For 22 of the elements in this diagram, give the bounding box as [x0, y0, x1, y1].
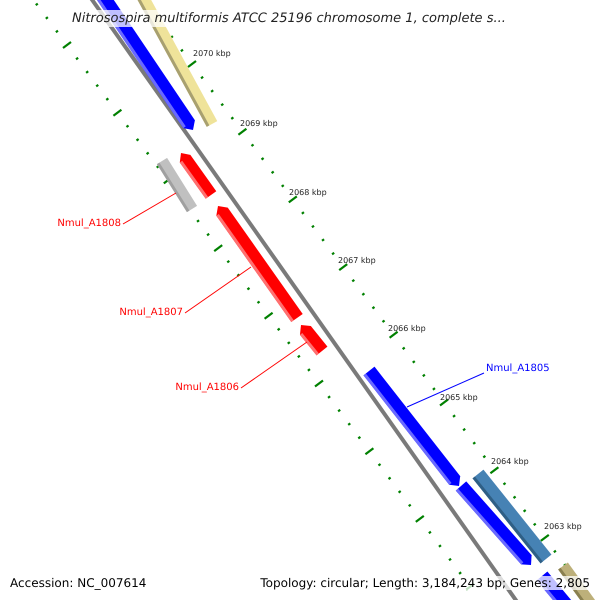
scale-label: 2063 kbp [544, 523, 582, 531]
accession-text: Accession: NC_007614 [8, 576, 148, 590]
scale-label: 2068 kbp [289, 189, 327, 197]
gene-feature [300, 325, 328, 356]
gene-feature [363, 366, 460, 486]
scale-label: 2070 kbp [193, 50, 231, 58]
gene-feature [156, 158, 198, 212]
scale-label: 2064 kbp [491, 458, 529, 466]
leader-line [184, 266, 252, 314]
gene-label: Nmul_A1806 [175, 383, 239, 393]
leader-line [122, 192, 176, 224]
scale-label: 2069 kbp [240, 120, 278, 128]
genome-summary: Topology: circular; Length: 3,184,243 bp; Genes: 2,805 [258, 576, 592, 590]
gene-label: Nmul_A1805 [486, 364, 550, 374]
scale-label: 2067 kbp [338, 257, 376, 265]
gene-feature [216, 206, 303, 322]
scale-label: 2065 kbp [440, 394, 478, 402]
leader-line [406, 372, 484, 408]
gene-label: Nmul_A1808 [57, 219, 121, 229]
leader-line [240, 342, 308, 388]
gene-label: Nmul_A1807 [119, 308, 183, 318]
scale-label: 2066 kbp [388, 325, 426, 333]
